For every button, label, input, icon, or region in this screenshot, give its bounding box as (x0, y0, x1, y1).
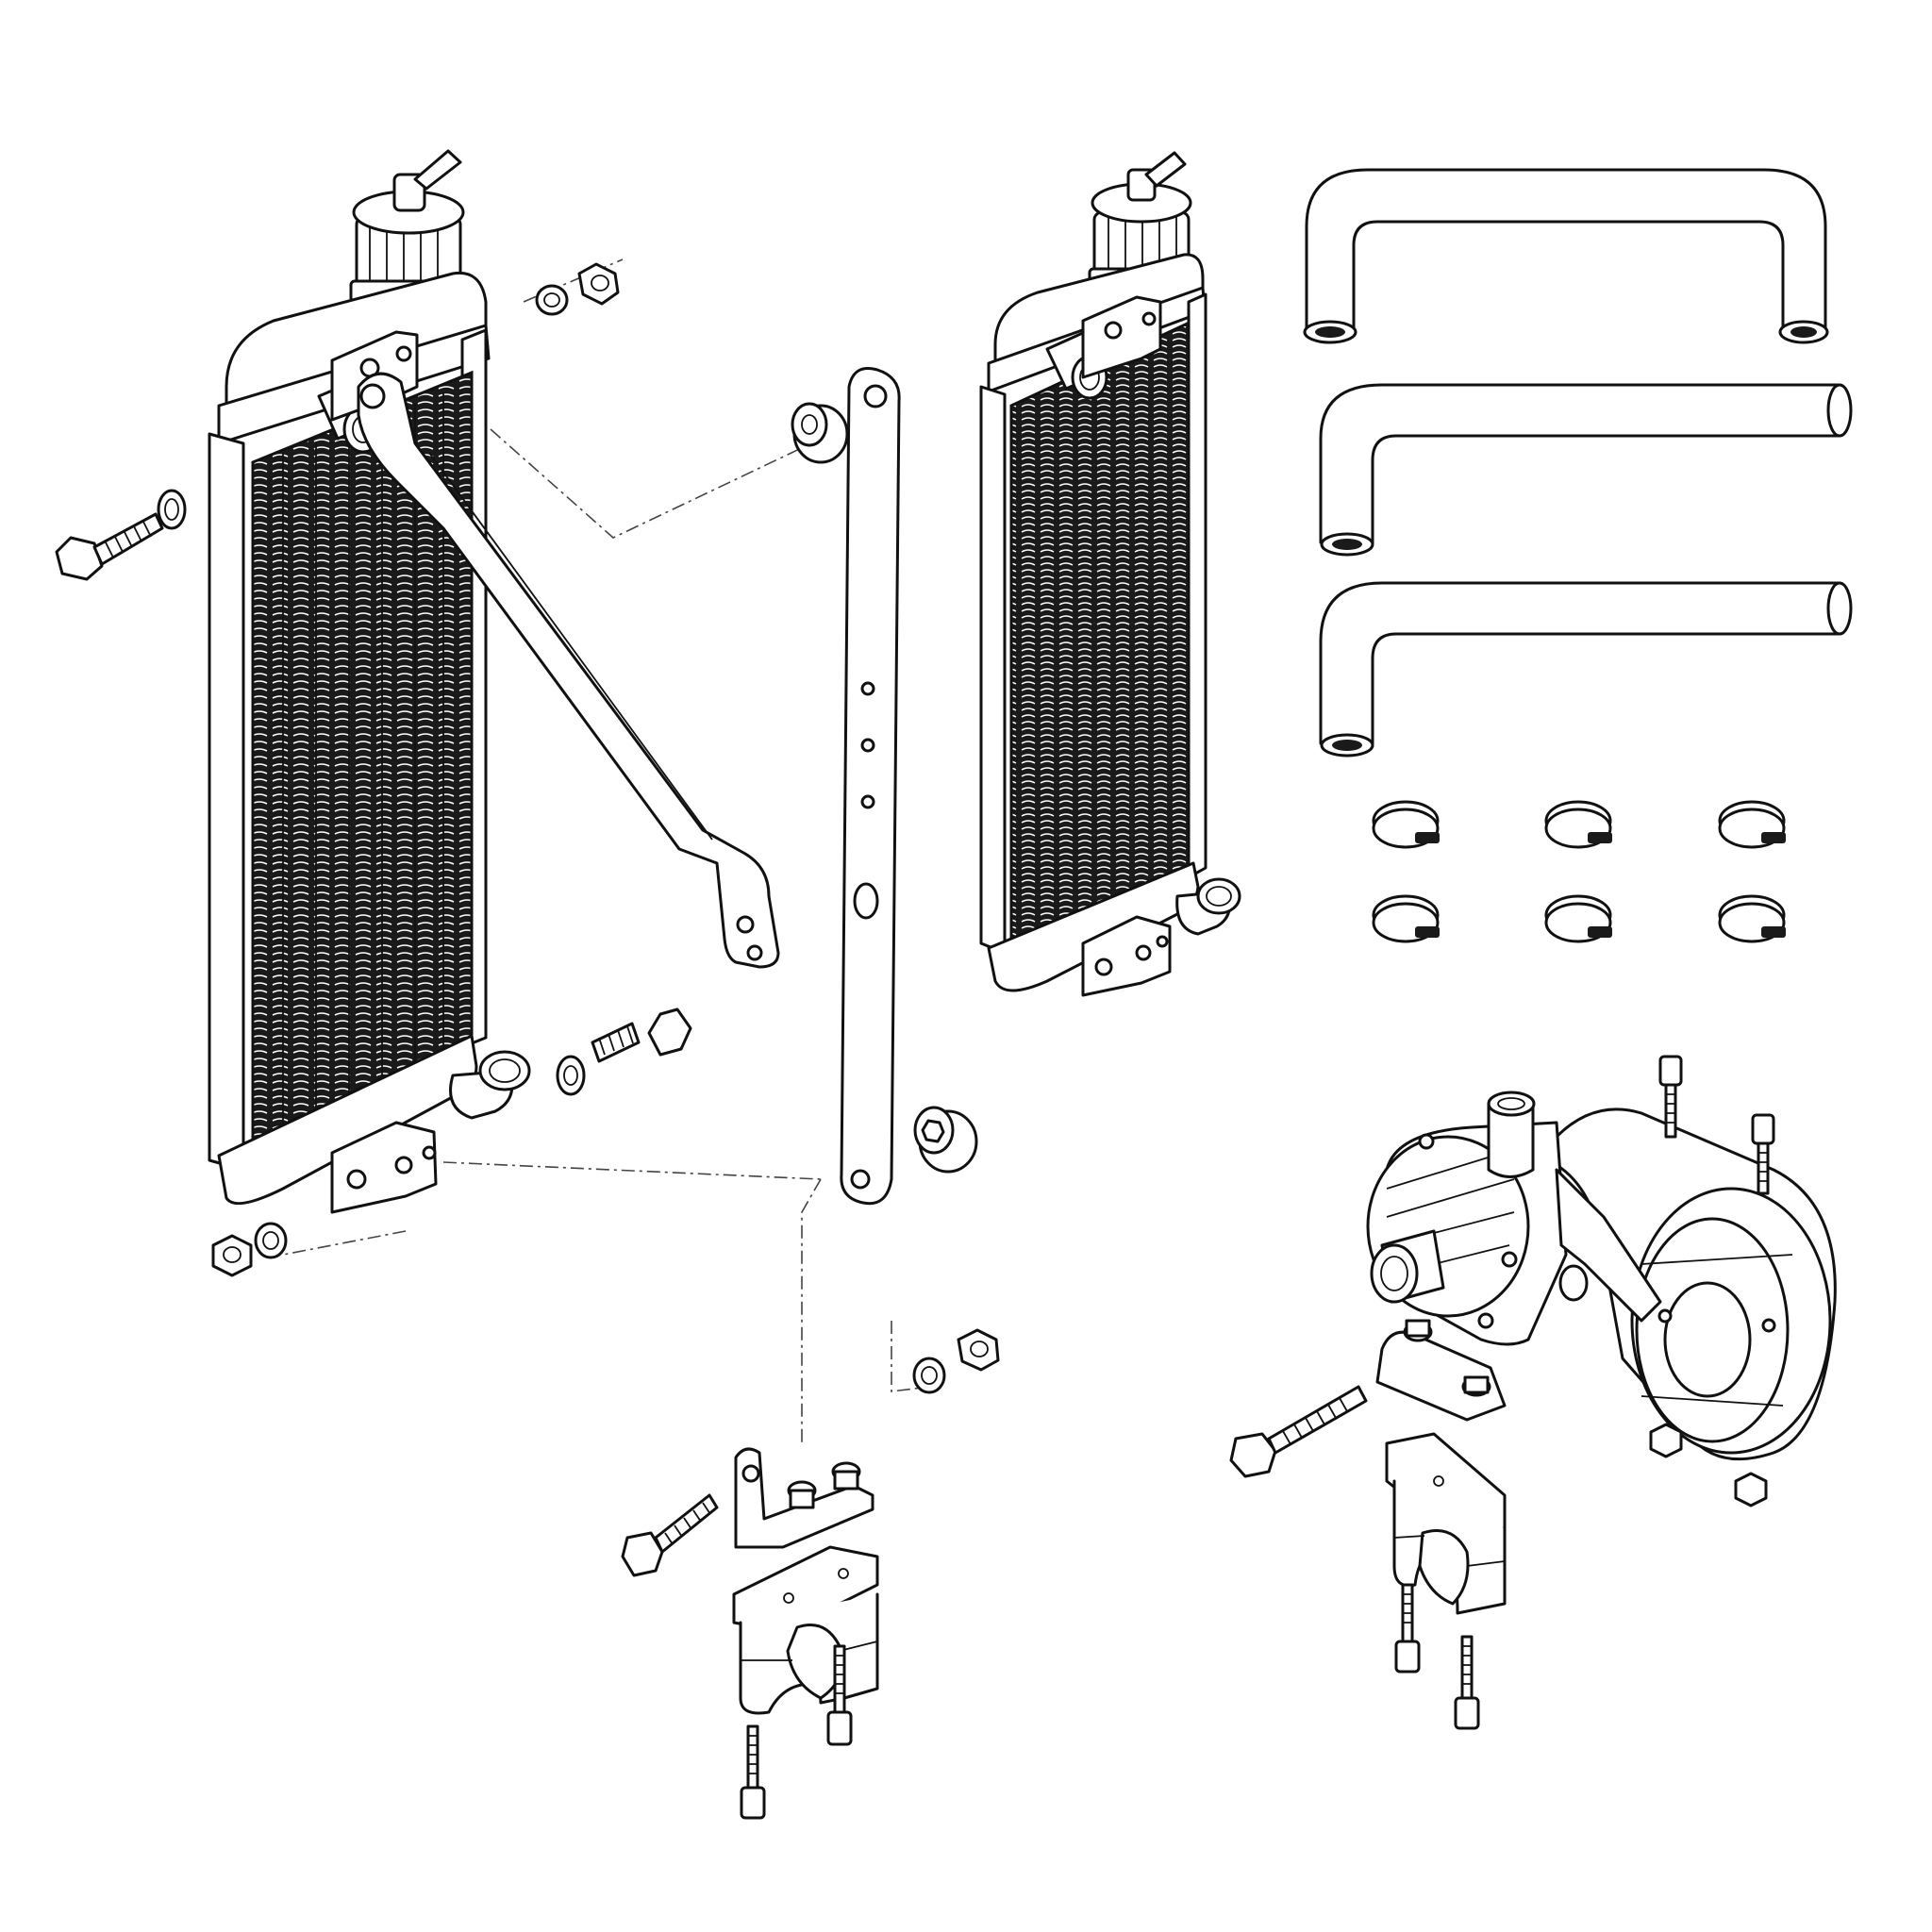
hose-l-lower (1319, 581, 1853, 758)
hose-l-upper (1319, 383, 1853, 557)
washer (254, 1222, 288, 1259)
nut (1734, 1472, 1768, 1507)
washer (1558, 1264, 1589, 1302)
hose-u (1303, 168, 1829, 344)
hose-clamp (1544, 800, 1612, 849)
water-pump-assembly (1366, 1055, 1837, 1507)
left-radiator (208, 149, 531, 1214)
assembly-lines (282, 258, 930, 1443)
hose-clamp (1718, 800, 1786, 849)
bracket-washer-nut (912, 1328, 1000, 1394)
left-hardware (55, 262, 692, 1277)
hose-clamp (1544, 894, 1612, 943)
hose-clamp (1718, 894, 1786, 943)
right-radiator (979, 151, 1241, 997)
left-lower-bolt (591, 1008, 692, 1063)
nut (211, 1234, 253, 1277)
hose-clamp (1372, 800, 1440, 849)
hose-clamp (1372, 894, 1440, 943)
vertical-bracket (840, 367, 901, 1206)
frame-clamp-right (1229, 1385, 1507, 1730)
grommet-lower (913, 1106, 978, 1174)
washer (535, 284, 569, 316)
nut (1649, 1423, 1683, 1458)
support-strut (357, 372, 780, 969)
washer (157, 489, 187, 530)
frame-clamp-left (621, 1447, 879, 1820)
grommet-upper (791, 402, 849, 464)
washer (556, 1055, 586, 1096)
hose-clamps (1372, 800, 1786, 943)
nut (577, 262, 620, 306)
left-upper-bolt (55, 512, 164, 581)
